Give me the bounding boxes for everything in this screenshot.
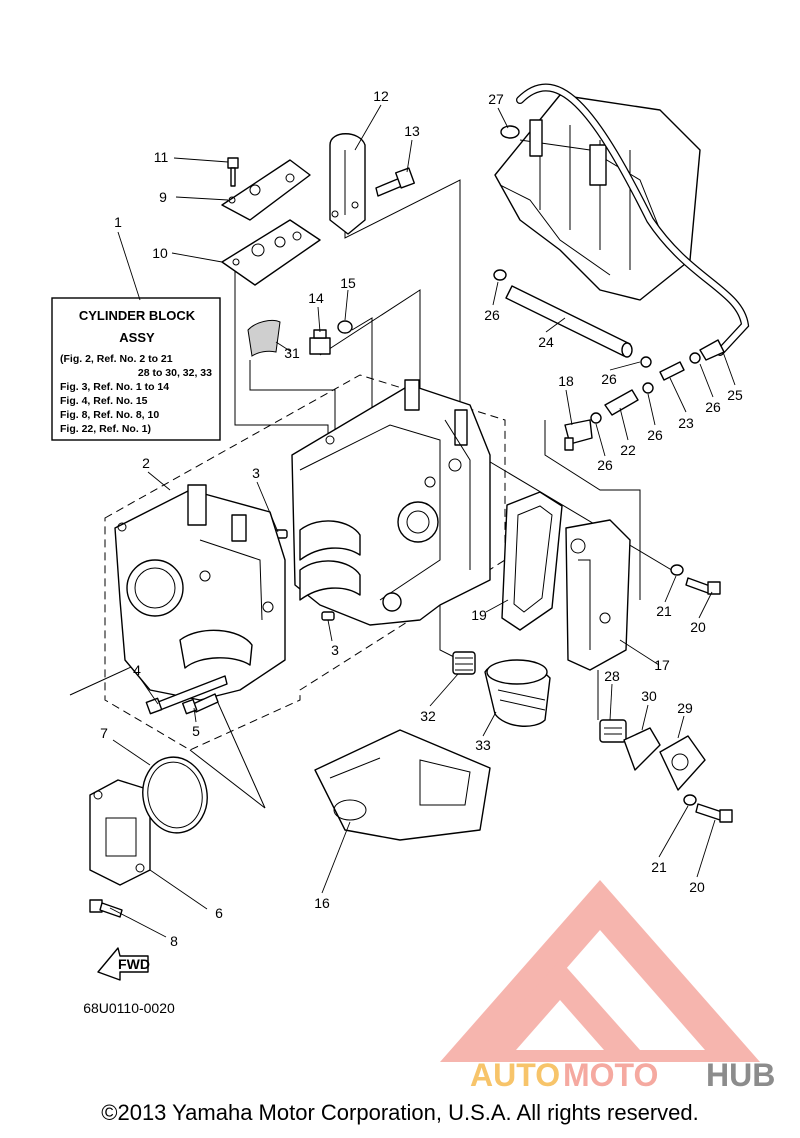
- callout-label: 22: [620, 442, 636, 458]
- cover-plate: [221, 159, 311, 221]
- washer: [670, 564, 684, 576]
- callout-label: 27: [488, 91, 504, 107]
- bolt: [695, 803, 733, 823]
- callout-label: 33: [475, 737, 491, 753]
- exhaust-cover: [565, 519, 631, 671]
- elbow-fitting: [564, 419, 593, 451]
- info-box-line: Fig. 4, Ref. No. 15: [60, 395, 148, 407]
- hose-clips: [590, 352, 701, 424]
- joint-fitting: [659, 361, 685, 381]
- callout-label: 20: [690, 619, 706, 635]
- o-ring: [142, 756, 208, 834]
- info-box-line: Fig. 8, Ref. No. 8, 10: [60, 409, 159, 421]
- bolt: [375, 167, 416, 197]
- callout-label: 15: [340, 275, 356, 291]
- callout-label: 12: [373, 88, 389, 104]
- crankcase: [114, 484, 286, 701]
- info-box-subtitle: ASSY: [119, 330, 155, 345]
- callout-label: 19: [471, 607, 487, 623]
- callout-label: 10: [152, 245, 168, 261]
- plug: [309, 329, 331, 355]
- callout-label: 29: [677, 700, 693, 716]
- info-box-line: Fig. 22, Ref. No. 1): [60, 423, 151, 435]
- oil-pan-gasket: [314, 729, 491, 841]
- bolt: [89, 899, 123, 918]
- callout-label: 7: [100, 725, 108, 741]
- bolt: [181, 693, 219, 715]
- callout-label: 30: [641, 688, 657, 704]
- callout-leaders: [109, 104, 736, 938]
- callout-label: 4: [133, 662, 141, 678]
- threaded-plug: [452, 651, 476, 675]
- thermostat-gasket: [623, 727, 661, 771]
- callout-label: 21: [656, 603, 672, 619]
- callout-label: 31: [284, 345, 300, 361]
- info-box: CYLINDER BLOCK ASSY (Fig. 2, Ref. No. 2 …: [51, 297, 221, 441]
- callout-label: 26: [601, 371, 617, 387]
- gasket-plate: [221, 219, 321, 286]
- pipe: [505, 285, 633, 358]
- anode: [247, 319, 281, 357]
- watermark-word-auto: AUTO: [470, 1057, 560, 1093]
- callout-label: 9: [159, 189, 167, 205]
- info-box-title: CYLINDER BLOCK: [79, 308, 196, 323]
- info-box-line: 28 to 30, 32, 33: [138, 367, 212, 379]
- hose-clip: [500, 125, 520, 139]
- dowel-pin: [321, 611, 335, 621]
- callout-label: 16: [314, 895, 330, 911]
- callout-label: 26: [705, 399, 721, 415]
- bracket: [329, 133, 366, 235]
- powerhead-upper: [494, 94, 701, 301]
- washer: [683, 794, 697, 806]
- thermostat-cover: [659, 735, 706, 791]
- info-box-line: Fig. 3, Ref. No. 1 to 14: [60, 381, 169, 393]
- thermostat: [599, 719, 627, 743]
- callout-label: 11: [154, 149, 169, 165]
- callout-label: 1: [114, 214, 122, 230]
- washer: [337, 320, 353, 334]
- bolt: [227, 157, 239, 187]
- callout-label: 18: [558, 373, 574, 389]
- callout-label: 6: [215, 905, 223, 921]
- callout-label: 24: [538, 334, 554, 350]
- watermark-word-hub: HUB: [706, 1057, 775, 1093]
- callout-label: 32: [420, 708, 436, 724]
- callout-label: 20: [689, 879, 705, 895]
- callout-label: 26: [597, 457, 613, 473]
- callout-label: 17: [654, 657, 670, 673]
- exhaust-gasket: [501, 491, 563, 631]
- bolt: [685, 577, 721, 595]
- copyright-notice: ©2013 Yamaha Motor Corporation, U.S.A. A…: [101, 1100, 699, 1125]
- callout-label: 26: [484, 307, 500, 323]
- fwd-label: FWD: [118, 956, 150, 972]
- callout-label: 2: [142, 455, 150, 471]
- callout-label: 25: [727, 387, 743, 403]
- watermark-word-moto: MOTO: [563, 1057, 658, 1093]
- drawing-code: 68U0110-0020: [83, 1000, 175, 1016]
- info-box-line: (Fig. 2, Ref. No. 2 to 21: [60, 353, 173, 365]
- callout-label: 3: [331, 642, 339, 658]
- callout-label: 8: [170, 933, 178, 949]
- clip: [493, 269, 507, 281]
- watermark-text: AUTO MOTO HUB: [470, 1057, 775, 1093]
- callout-label: 14: [308, 290, 324, 306]
- callout-label: 3: [252, 465, 260, 481]
- inlet-cover: [89, 779, 151, 886]
- cylinder-block: [291, 379, 491, 626]
- fwd-arrow: FWD: [97, 947, 150, 981]
- callout-label: 5: [192, 723, 200, 739]
- bolt: [145, 675, 228, 715]
- short-hose: [604, 389, 639, 416]
- callout-label: 28: [604, 668, 620, 684]
- callout-label: 23: [678, 415, 694, 431]
- callout-label: 26: [647, 427, 663, 443]
- callout-numbers: 1 2 3 3 4 5 6 7 8 9 10 11 12 13 14 15 16…: [100, 88, 743, 949]
- oil-filter: [484, 659, 551, 727]
- watermark-logo: [440, 880, 760, 1062]
- callout-label: 13: [404, 123, 420, 139]
- callout-label: 21: [651, 859, 667, 875]
